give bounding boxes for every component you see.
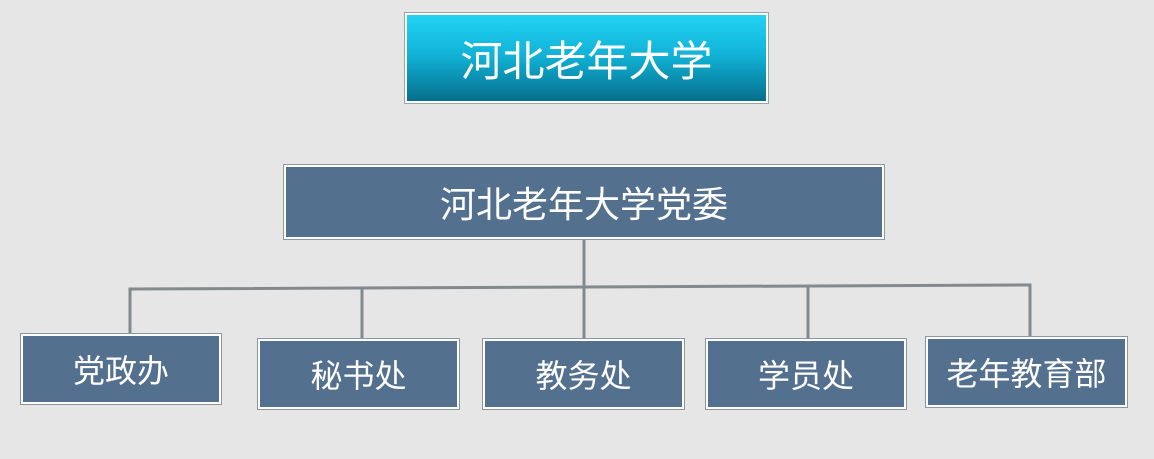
child-node-1: 党政办 (20, 333, 222, 405)
child-node-3: 教务处 (482, 338, 685, 410)
connector-horizontal-bus (128, 283, 1032, 291)
root-node: 河北老年大学党委 (283, 164, 885, 240)
child-node-5: 老年教育部 (925, 336, 1128, 408)
child-node-2: 秘书处 (257, 338, 460, 410)
diagram-title: 河北老年大学 (404, 12, 769, 104)
child-node-4: 学员处 (705, 338, 907, 410)
